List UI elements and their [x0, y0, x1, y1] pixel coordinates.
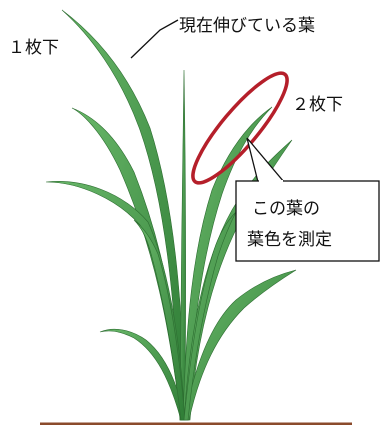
measure-label-line1: この葉の [252, 199, 320, 219]
leaf-2-below-label: ２枚下 [292, 95, 343, 115]
leaf-left-short [99, 328, 186, 421]
current-leaf-label: 現在伸びている葉 [179, 16, 315, 36]
leaf-1-below-label: １枚下 [8, 38, 59, 58]
rice-plant [45, 9, 297, 421]
current-leaf [61, 9, 185, 421]
leaf-2-below [182, 106, 273, 421]
central-stem [179, 69, 186, 421]
highlight-ellipse [191, 71, 289, 185]
current-leaf-leader [130, 19, 179, 59]
measure-label-line2: 葉色を測定 [247, 230, 332, 250]
callout-box [235, 180, 380, 262]
leaf-inner-left [133, 219, 186, 421]
leaf-right-lower [183, 269, 297, 421]
